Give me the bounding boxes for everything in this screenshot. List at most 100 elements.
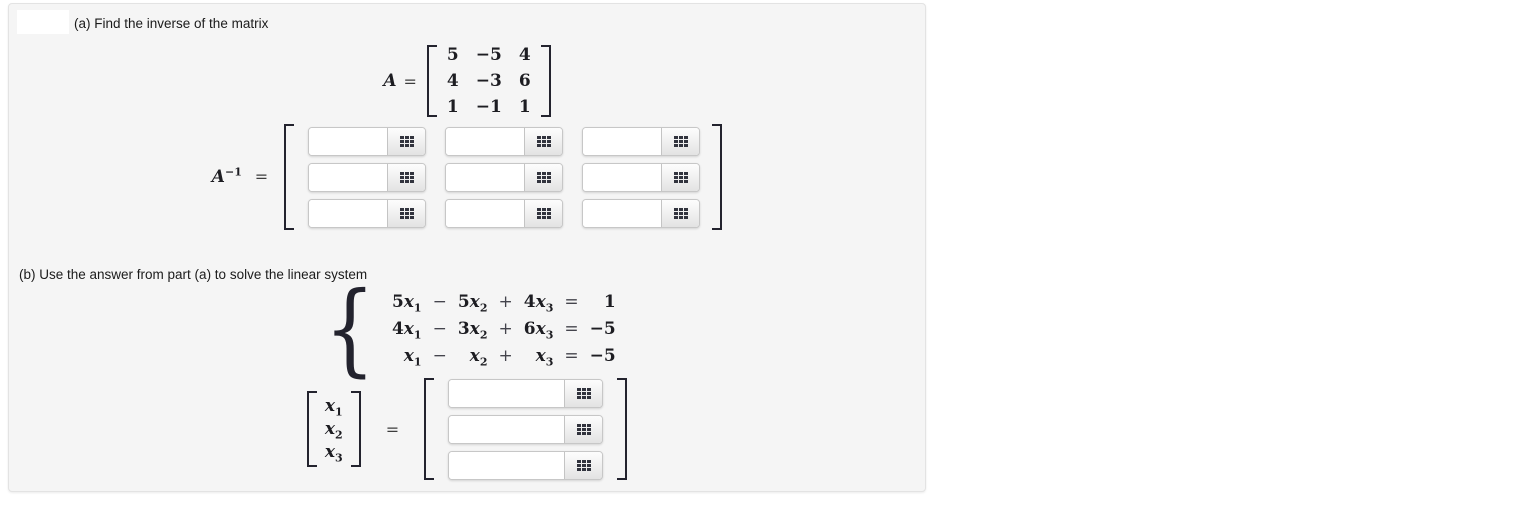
bracket-left: [284, 124, 295, 230]
keypad-button[interactable]: [387, 163, 426, 191]
inverse-cell-input[interactable]: [446, 127, 525, 155]
solution-cell-input[interactable]: [449, 379, 565, 407]
keypad-button[interactable]: [661, 127, 700, 155]
operator: −: [432, 292, 447, 312]
matrix-input-cell: [445, 162, 564, 192]
matrix-input-cell: [582, 198, 701, 228]
solution-cell-input[interactable]: [449, 451, 565, 479]
bracket-right: [350, 391, 361, 467]
operator: −: [432, 319, 447, 339]
solution-input-column: [448, 378, 604, 480]
matrix-a-cell: 4: [446, 71, 459, 91]
matrix-input-cell: [308, 126, 427, 156]
equation-term: 4x1: [391, 319, 422, 342]
matrix-input-cell: [308, 162, 427, 192]
solution-cell-input[interactable]: [449, 415, 565, 443]
equals-sign: =: [564, 319, 579, 339]
matrix-input-cell: [445, 126, 564, 156]
inverse-equals: =: [254, 167, 269, 186]
keypad-grid-icon: [576, 387, 591, 399]
keypad-button[interactable]: [524, 163, 563, 191]
solution-input-cell: [448, 378, 604, 408]
equals-sign: =: [564, 292, 579, 312]
bracket-right: [616, 378, 628, 480]
keypad-grid-icon: [536, 135, 551, 147]
bracket-right: [711, 124, 723, 230]
inverse-label-base: A: [211, 167, 225, 187]
keypad-button[interactable]: [387, 127, 426, 155]
equation-term: x1: [403, 346, 422, 369]
equation-term: 5x2: [457, 292, 488, 315]
bracket-left: [426, 45, 438, 117]
equation-rhs: 1: [603, 292, 616, 312]
operator: +: [498, 319, 513, 339]
matrix-a-cell: −5: [475, 45, 502, 65]
part-b-label: (b) Use the answer from part (a) to solv…: [19, 267, 368, 282]
matrix-a-cell: 4: [518, 45, 531, 65]
keypad-button[interactable]: [564, 379, 603, 407]
linear-system-row: { 5x1 − 5x2 + 4x3 = 1 4x1 − 3x2 + 6x3 = …: [9, 270, 925, 387]
x-vector-entry: x1: [324, 396, 343, 419]
operator: +: [498, 346, 513, 366]
equation-grid: 5x1 − 5x2 + 4x3 = 1 4x1 − 3x2 + 6x3 = −5…: [391, 292, 616, 369]
keypad-button[interactable]: [564, 451, 603, 479]
bracket-left: [424, 378, 435, 480]
equation-term: x3: [535, 346, 554, 369]
x-vector-entry: x3: [324, 442, 343, 465]
inverse-cell-input[interactable]: [446, 163, 525, 191]
inverse-label: A−1 =: [211, 165, 269, 187]
keypad-grid-icon: [576, 459, 591, 471]
matrix-a-cell: 1: [446, 97, 459, 117]
equation-term: 3x2: [457, 319, 488, 342]
matrix-a-cell: −3: [475, 71, 502, 91]
equation-term: x2: [469, 346, 488, 369]
matrix-a-row: A = 5 −5 4 4 −3 6 1 −1 1: [9, 41, 925, 121]
keypad-grid-icon: [673, 171, 688, 183]
keypad-button[interactable]: [564, 415, 603, 443]
keypad-grid-icon: [399, 171, 414, 183]
matrix-input-cell: [582, 126, 701, 156]
inverse-cell-input[interactable]: [446, 199, 525, 227]
question-panel: (a) Find the inverse of the matrix A = 5…: [8, 3, 926, 492]
solution-equals: =: [385, 419, 400, 439]
bracket-left: [306, 391, 318, 467]
equation-term: 6x3: [523, 319, 554, 342]
keypad-button[interactable]: [661, 163, 700, 191]
inverse-cell-input[interactable]: [583, 199, 662, 227]
matrix-a-cell: 1: [518, 97, 531, 117]
inverse-cell-input[interactable]: [309, 127, 388, 155]
x-vector: x1 x2 x3: [306, 391, 361, 467]
keypad-button[interactable]: [524, 127, 563, 155]
matrix-a-equals: =: [403, 71, 417, 91]
matrix-a-cell: 6: [518, 71, 531, 91]
matrix-input-cell: [445, 198, 564, 228]
operator: +: [498, 292, 513, 312]
solution-row: x1 x2 x3 =: [9, 378, 925, 480]
matrix-a-cell: 5: [446, 45, 459, 65]
equation-term: 5x1: [391, 292, 422, 315]
part-a-label: (a) Find the inverse of the matrix: [74, 16, 269, 31]
equals-sign: =: [564, 346, 579, 366]
inverse-cell-input[interactable]: [309, 199, 388, 227]
system-brace: {: [324, 270, 376, 387]
keypad-button[interactable]: [524, 199, 563, 227]
matrix-a-name: A: [383, 71, 397, 91]
matrix-a-grid: 5 −5 4 4 −3 6 1 −1 1: [438, 41, 540, 121]
keypad-button[interactable]: [661, 199, 700, 227]
x-vector-entry: x2: [324, 419, 343, 442]
matrix-input-cell: [582, 162, 701, 192]
inverse-cell-input[interactable]: [583, 163, 662, 191]
blank-label-box: [17, 10, 69, 34]
inverse-cell-input[interactable]: [583, 127, 662, 155]
bracket-right: [540, 45, 551, 117]
inverse-cell-input[interactable]: [309, 163, 388, 191]
keypad-grid-icon: [673, 135, 688, 147]
inverse-label-exponent: −1: [225, 165, 242, 179]
matrix-input-cell: [308, 198, 427, 228]
keypad-grid-icon: [536, 171, 551, 183]
keypad-grid-icon: [673, 207, 688, 219]
solution-input-cell: [448, 414, 604, 444]
keypad-grid-icon: [399, 135, 414, 147]
keypad-grid-icon: [536, 207, 551, 219]
keypad-button[interactable]: [387, 199, 426, 227]
